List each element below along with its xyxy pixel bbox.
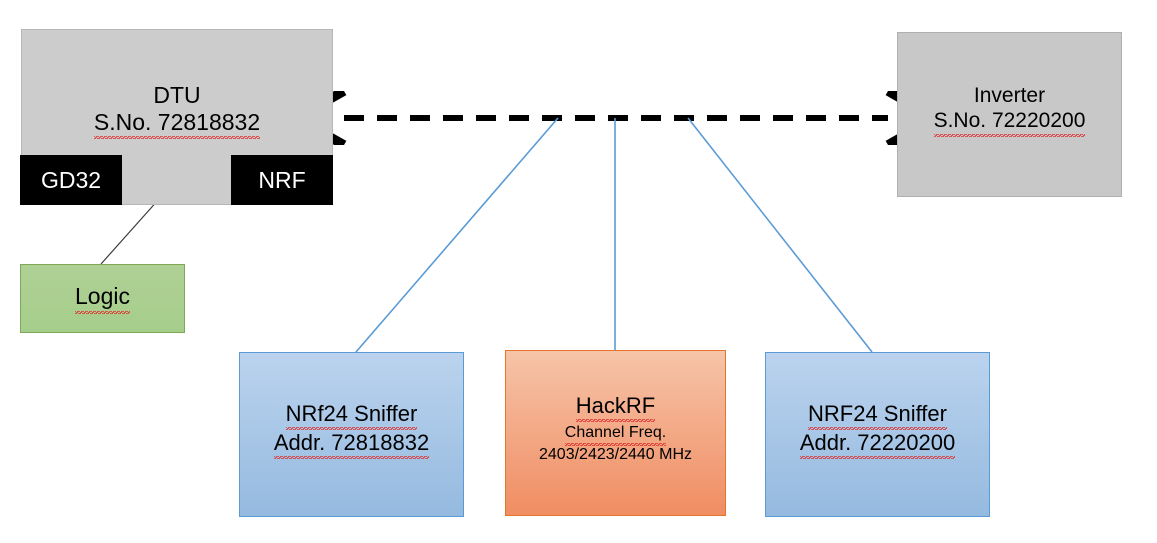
logic-label: Logic [75, 283, 130, 314]
hackrf-channel-freq-label: Channel Freq. [564, 423, 667, 446]
inverter-serial: S.No. 72220200 [933, 108, 1086, 137]
sniffer-left-address: Addr. 72818832 [273, 429, 430, 459]
dtu-serial: S.No. 72818832 [93, 109, 261, 140]
inverter-node[interactable]: Inverter S.No. 72220200 [897, 32, 1122, 197]
sniffer-right-label: NRF24 Sniffer [808, 401, 947, 430]
gd32-label: GD32 [40, 166, 102, 193]
inverter-label: Inverter [973, 84, 1046, 107]
nrf24-sniffer-left-node[interactable]: NRf24 Sniffer Addr. 72818832 [239, 352, 464, 517]
sniffer-right-tap-line [687, 117, 873, 353]
sniffer-left-tap-line [355, 117, 559, 353]
nrf-label: NRF [258, 166, 306, 193]
gd32-chip[interactable]: GD32 [20, 155, 122, 205]
dtu-label: DTU [153, 82, 201, 108]
logic-analyzer-node[interactable]: Logic [20, 264, 185, 333]
hackrf-channel-freq-values: 2403/2423/2440 MHz [539, 445, 692, 463]
hackrf-node[interactable]: HackRF Channel Freq. 2403/2423/2440 MHz [505, 350, 726, 516]
hackrf-label: HackRF [575, 393, 656, 422]
sniffer-right-address: Addr. 72220200 [799, 429, 956, 459]
nrf24-sniffer-right-node[interactable]: NRF24 Sniffer Addr. 72220200 [765, 352, 990, 517]
nrf-chip[interactable]: NRF [231, 155, 333, 205]
sniffer-left-label: NRf24 Sniffer [285, 401, 418, 430]
